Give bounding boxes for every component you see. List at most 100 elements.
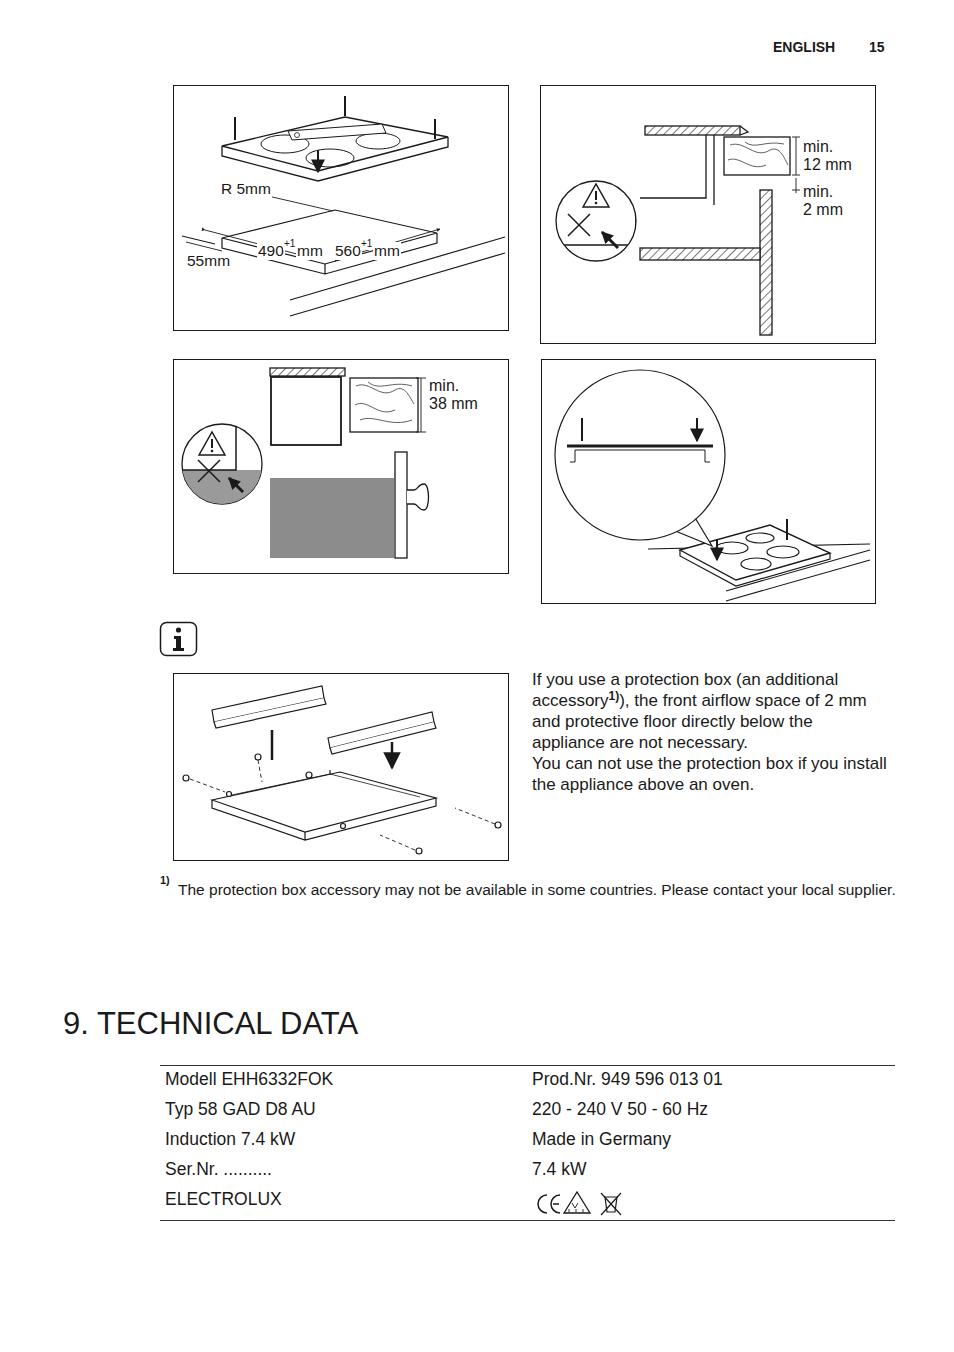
table-cell: Typ 58 GAD D8 AU bbox=[165, 1099, 316, 1119]
table-cell: 220 - 240 V 50 - 60 Hz bbox=[532, 1099, 708, 1119]
illustration-part bbox=[306, 772, 312, 778]
table-cell: Modell EHH6332FOK bbox=[165, 1069, 333, 1089]
illustration-part bbox=[746, 533, 774, 543]
note-paragraph: If you use a protection box (an addition… bbox=[532, 669, 888, 795]
illustration-part bbox=[551, 1195, 560, 1213]
illustration-part bbox=[601, 1193, 621, 1215]
illustration-part bbox=[330, 722, 436, 754]
illustration-part bbox=[270, 478, 394, 558]
illustration-part bbox=[222, 117, 448, 171]
illustration-part bbox=[495, 822, 501, 828]
illustration-part bbox=[214, 698, 326, 728]
illustration-part bbox=[595, 191, 597, 200]
illustration-part bbox=[556, 181, 636, 261]
table-cell: 7.4 kW bbox=[532, 1159, 586, 1179]
illustration-part bbox=[395, 452, 407, 558]
illustration-part bbox=[160, 1065, 895, 1066]
dimension: 560 bbox=[334, 242, 362, 260]
illustration-part bbox=[174, 86, 509, 331]
illustration-part bbox=[416, 848, 422, 854]
table-cell: Made in Germany bbox=[532, 1129, 671, 1149]
dimension: min. 12 mm bbox=[802, 138, 854, 175]
tolerance: +1 bbox=[283, 238, 296, 250]
illustration-part bbox=[355, 382, 414, 423]
illustration-part bbox=[186, 242, 222, 251]
illustration-part bbox=[350, 378, 418, 432]
illustration-part bbox=[212, 798, 436, 840]
dimension-unit: mm bbox=[373, 242, 401, 260]
section-airflow bbox=[640, 126, 800, 335]
illustration-part bbox=[198, 460, 220, 482]
table-rules bbox=[160, 1066, 895, 1221]
illustration-part bbox=[341, 824, 346, 829]
illustration-part bbox=[229, 478, 243, 492]
illustration-part bbox=[595, 202, 598, 205]
illustration-part bbox=[212, 772, 436, 832]
illustration-part bbox=[272, 730, 392, 768]
table-cell: Induction 7.4 kW bbox=[165, 1129, 295, 1149]
section-heading: 9. TECHNICAL DATA bbox=[63, 1006, 358, 1042]
dimension: min. 38 mm bbox=[428, 377, 480, 414]
tolerance: +1 bbox=[360, 238, 373, 250]
illustration-part bbox=[174, 674, 509, 861]
table-cell: ELECTROLUX bbox=[165, 1189, 282, 1209]
warning-symbol bbox=[556, 181, 636, 261]
illustration-part bbox=[569, 1203, 583, 1212]
illustration-part bbox=[356, 133, 400, 149]
illustration-part bbox=[180, 470, 265, 510]
note-text: You can not use the protection box if yo… bbox=[532, 754, 887, 794]
illustration-part bbox=[199, 432, 225, 455]
illustration-part bbox=[173, 636, 184, 651]
illustration-part bbox=[227, 792, 232, 797]
dimension: 55mm bbox=[186, 252, 231, 270]
illustration-part bbox=[741, 558, 771, 570]
table-cell: Ser.Nr. .......... bbox=[165, 1159, 272, 1179]
illustration-part bbox=[645, 126, 740, 135]
illustration-part bbox=[564, 1192, 590, 1213]
footnote-mark: 1) bbox=[609, 689, 620, 703]
protection-box bbox=[183, 686, 501, 854]
illustration-part bbox=[235, 96, 435, 172]
illustration-part bbox=[767, 546, 799, 558]
illustration-part bbox=[174, 360, 509, 574]
illustration-part bbox=[602, 232, 618, 248]
certification-marks bbox=[538, 1192, 621, 1215]
illustration-part bbox=[724, 137, 790, 175]
illustration-part bbox=[567, 445, 713, 448]
illustration-part bbox=[538, 1195, 547, 1213]
illustration-part bbox=[717, 519, 787, 560]
paragraph-line-group: If you use a protection box (an addition… bbox=[532, 669, 888, 753]
page-number: 15 bbox=[869, 39, 885, 55]
cutout-drawing bbox=[182, 196, 505, 316]
illustration-part bbox=[541, 86, 876, 344]
illustration-part bbox=[211, 450, 214, 453]
dimension: min. 2 mm bbox=[802, 183, 846, 220]
illustration-part bbox=[183, 775, 189, 781]
illustration-part bbox=[542, 360, 876, 604]
illustration-part bbox=[740, 126, 748, 135]
illustration-part bbox=[680, 550, 830, 586]
dimension-unit: mm bbox=[296, 242, 324, 260]
illustration-part bbox=[568, 214, 590, 236]
footnote-mark: 1) bbox=[160, 874, 170, 887]
illustration-part bbox=[792, 137, 800, 193]
illustration-part bbox=[160, 1220, 895, 1221]
dimension: 490 bbox=[257, 242, 285, 260]
illustration-part bbox=[190, 760, 495, 850]
illustration-part bbox=[271, 377, 341, 445]
illustration-part bbox=[161, 623, 197, 656]
illustration-part bbox=[640, 248, 760, 260]
illustration-part bbox=[290, 237, 505, 316]
illustration-part bbox=[180, 420, 236, 470]
illustration-part bbox=[268, 196, 333, 211]
warning-symbol bbox=[180, 420, 265, 510]
footnote-text: The protection box accessory may not be … bbox=[178, 879, 896, 900]
section-oven bbox=[270, 368, 429, 558]
illustration-part bbox=[760, 190, 772, 335]
illustration-part bbox=[182, 236, 215, 244]
panel-frames bbox=[174, 86, 876, 861]
illustration-part bbox=[583, 184, 609, 207]
info-icon bbox=[161, 623, 197, 656]
illustration-part bbox=[640, 135, 714, 205]
illustration-part bbox=[716, 542, 748, 554]
